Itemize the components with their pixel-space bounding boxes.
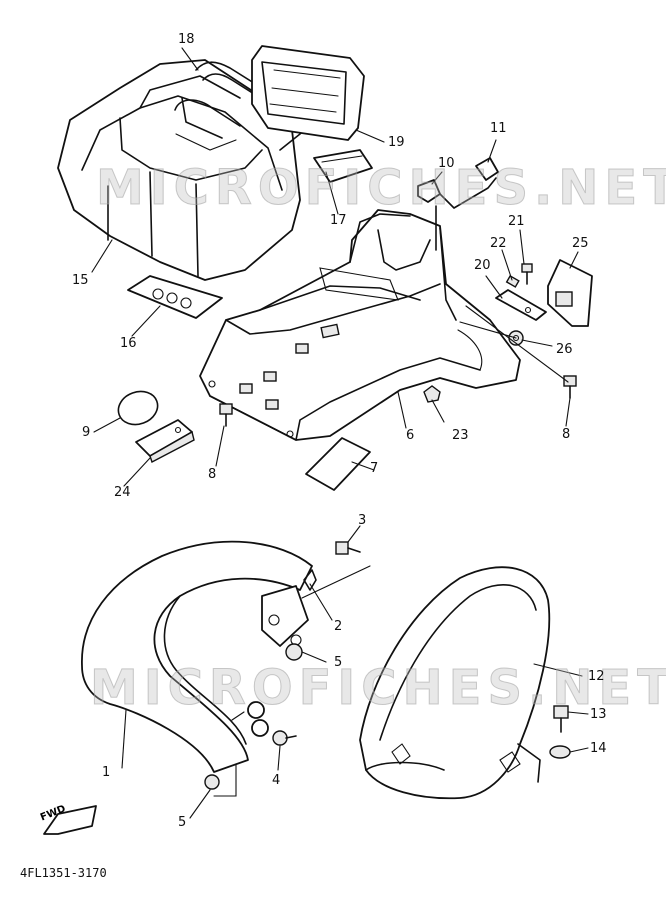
callout-22: 22 — [490, 236, 507, 251]
callout-5-lower: 5 — [178, 815, 187, 830]
band-9 — [117, 390, 159, 426]
watermark-top: MICROFICHES.NET — [96, 160, 666, 217]
callout-12: 12 — [588, 669, 605, 684]
clip-10 — [417, 179, 441, 203]
washer-14 — [549, 745, 571, 759]
rear-mudguard-12 — [359, 566, 551, 800]
callout-19: 19 — [388, 135, 405, 150]
bolt-8-left — [219, 403, 233, 427]
callout-6: 6 — [406, 428, 415, 443]
callout-17: 17 — [330, 213, 347, 228]
leader-lines — [91, 47, 589, 819]
callout-11: 11 — [490, 121, 507, 136]
pointer-26-line — [459, 305, 569, 383]
callout-8-right: 8 — [562, 427, 571, 442]
callout-4: 4 — [272, 773, 281, 788]
callout-5-upper: 5 — [334, 655, 343, 670]
callout-8-left: 8 — [208, 467, 217, 482]
callout-9: 9 — [82, 425, 91, 440]
callout-3: 3 — [358, 513, 367, 528]
front-fender-1 — [81, 540, 317, 790]
reflector-17 — [313, 149, 373, 183]
tape-7 — [305, 437, 371, 491]
callout-16: 16 — [120, 336, 137, 351]
fwd-arrow — [43, 805, 97, 835]
callout-2: 2 — [334, 619, 343, 634]
callout-15: 15 — [72, 273, 89, 288]
clip-11 — [475, 157, 499, 181]
callout-10: 10 — [438, 156, 455, 171]
rear-fender-6 — [199, 209, 521, 441]
callout-13: 13 — [590, 707, 607, 722]
callout-20: 20 — [474, 258, 491, 273]
license-light-wire — [435, 177, 497, 251]
callout-1: 1 — [102, 765, 111, 780]
license-light-25 — [547, 259, 593, 327]
watermark-bottom: MICROFICHES.NET — [90, 660, 666, 717]
bracket-20 — [495, 289, 547, 321]
bolt-3 — [335, 541, 361, 555]
collar-5-upper — [285, 643, 303, 661]
bolt-8-right — [563, 375, 577, 399]
tail-lamp-19 — [251, 45, 365, 141]
callout-25: 25 — [572, 236, 589, 251]
callout-18: 18 — [178, 32, 195, 47]
damper-24 — [135, 419, 195, 464]
storage-box-15 — [57, 59, 301, 281]
screw-21 — [521, 263, 533, 285]
drawing-code: 4FL1351-3170 — [20, 866, 107, 880]
label-sheet-16 — [127, 275, 223, 319]
callout-23: 23 — [452, 428, 469, 443]
bolt-4 — [272, 730, 297, 746]
callout-14: 14 — [590, 741, 607, 756]
nut-22 — [505, 274, 520, 288]
callout-21: 21 — [508, 214, 525, 229]
callout-7: 7 — [370, 461, 379, 476]
callout-26: 26 — [556, 342, 573, 357]
nut-23 — [423, 385, 441, 403]
callout-24: 24 — [114, 485, 131, 500]
